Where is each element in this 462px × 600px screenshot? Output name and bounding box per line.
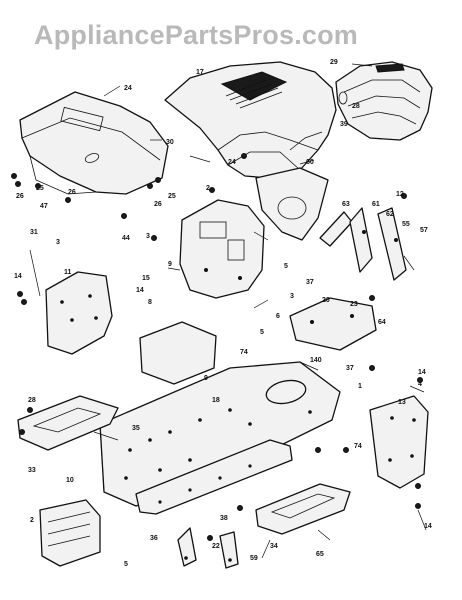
callout-65: 65: [316, 551, 324, 558]
callout-3c: 3: [290, 293, 294, 300]
watermark: AppliancePartsPros.com: [34, 20, 358, 50]
right-footrest-part: [255, 483, 351, 535]
callout-30: 30: [166, 139, 174, 146]
callout-64: 64: [378, 319, 386, 326]
lower-rail-part: [135, 439, 293, 515]
front-grille-part: [335, 61, 433, 141]
callout-44: 44: [122, 235, 130, 242]
callout-60: 60: [306, 159, 314, 166]
console-part: [179, 199, 265, 299]
callout-6: 6: [276, 313, 280, 320]
callout-24: 24: [124, 85, 132, 92]
callout-39: 39: [340, 121, 348, 128]
callout-3a: 3: [56, 239, 60, 246]
callout-23: 23: [350, 301, 358, 308]
callout-57: 57: [420, 227, 428, 234]
hardware-parts: [11, 153, 423, 541]
callout-31: 31: [30, 229, 38, 236]
left-footrest-part: [17, 395, 119, 451]
callout-8: 8: [148, 299, 152, 306]
hood-part: [164, 61, 337, 179]
grille-bracket-part: [255, 167, 329, 241]
callout-47: 47: [40, 203, 48, 210]
callout-5b: 5: [260, 329, 264, 336]
left-side-panel-part: [45, 271, 113, 355]
callout-14c: 14: [418, 369, 426, 376]
callout-28: 28: [352, 103, 360, 110]
callout-14b: 14: [136, 287, 144, 294]
callout-3b: 3: [146, 233, 150, 240]
callout-5c: 5: [124, 561, 128, 568]
callout-25: 25: [36, 185, 44, 192]
callout-22: 22: [212, 543, 220, 550]
callout-25b: 25: [168, 193, 176, 200]
front-bumper-part: [39, 499, 101, 567]
callout-74: 74: [240, 349, 248, 356]
leader-lines: [29, 63, 427, 559]
callout-13: 13: [398, 399, 406, 406]
callout-4: 4: [418, 381, 422, 388]
callout-55: 55: [402, 221, 410, 228]
callout-14d: 14: [424, 523, 432, 530]
callout-2b: 2: [30, 517, 34, 524]
callout-37b: 37: [346, 365, 354, 372]
callout-10: 10: [66, 477, 74, 484]
callout-18: 18: [212, 397, 220, 404]
callout-15: 15: [142, 275, 150, 282]
hood-grille: [220, 71, 288, 109]
callout-33: 33: [28, 467, 36, 474]
callout-62: 62: [386, 211, 394, 218]
callout-61: 61: [372, 201, 380, 208]
callout-5: 5: [284, 263, 288, 270]
callout-26b: 26: [154, 201, 162, 208]
callout-9: 9: [168, 261, 172, 268]
callout-35: 35: [132, 425, 140, 432]
dash-panel-part: [19, 91, 169, 195]
hitch-bracket-part: [289, 297, 377, 351]
callout-26c: 26: [68, 189, 76, 196]
right-bracket-parts: [319, 207, 407, 281]
callout-11: 11: [64, 269, 72, 276]
callout-26: 26: [16, 193, 24, 200]
callout-36: 36: [150, 535, 158, 542]
callout-1: 1: [358, 383, 362, 390]
callout-9b: 9: [204, 375, 208, 382]
callout-12: 12: [396, 191, 404, 198]
callout-14a: 14: [14, 273, 22, 280]
callout-labels: 17 24 29 28 30 39 24 25 26 26 25 26 47 3…: [14, 59, 432, 568]
callout-2: 2: [206, 185, 210, 192]
callout-24b: 24: [228, 159, 236, 166]
callout-140: 140: [310, 357, 322, 364]
callout-59: 59: [250, 555, 258, 562]
callout-20: 20: [322, 297, 330, 304]
callout-37a: 37: [306, 279, 314, 286]
main-frame-part: [99, 361, 341, 507]
callout-34: 34: [270, 543, 278, 550]
bottom-levers-part: [177, 527, 239, 569]
callout-38: 38: [220, 515, 228, 522]
callout-17: 17: [196, 69, 204, 76]
callout-28b: 28: [28, 397, 36, 404]
right-side-panel-part: [369, 395, 429, 489]
callout-63: 63: [342, 201, 350, 208]
callout-29: 29: [330, 59, 338, 66]
center-plate-part: [139, 321, 217, 385]
callout-74b: 74: [354, 443, 362, 450]
